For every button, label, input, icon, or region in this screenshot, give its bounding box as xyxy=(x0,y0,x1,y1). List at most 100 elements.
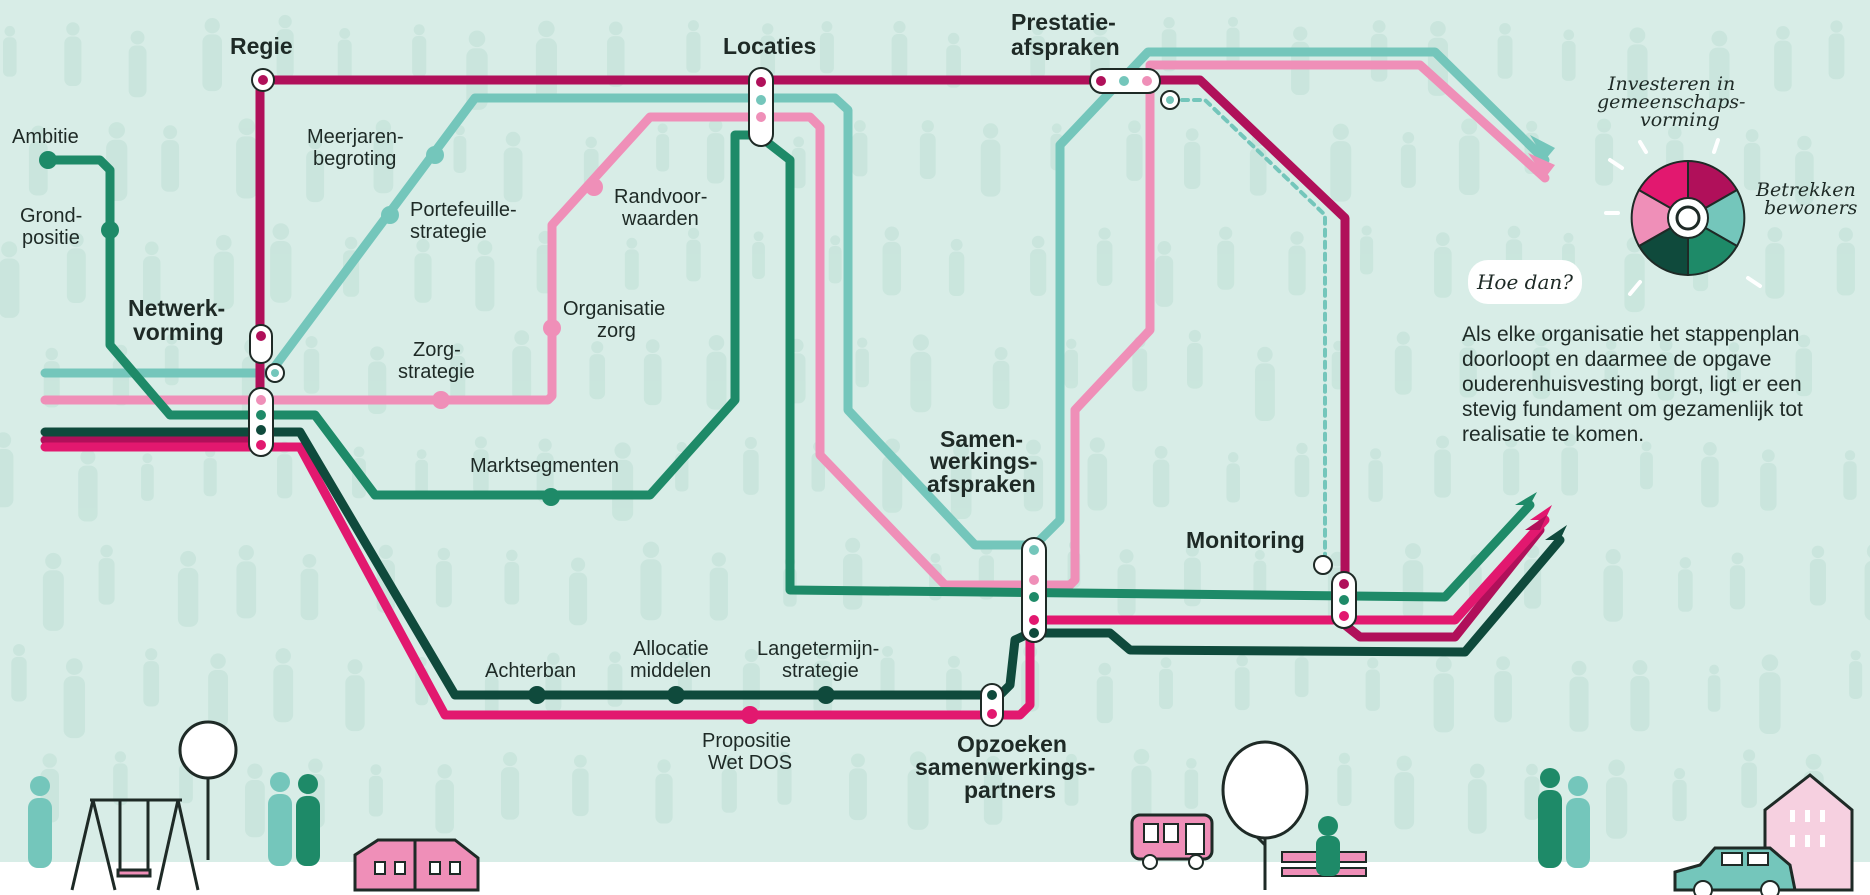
person-silhouette-icon xyxy=(1030,235,1047,296)
person-silhouette-icon xyxy=(412,24,427,78)
person-silhouette-icon xyxy=(1603,549,1623,622)
arrowheads xyxy=(1515,135,1567,540)
callout-text: Als elke organisatie het stappenplan doo… xyxy=(1462,323,1803,446)
person-silhouette-icon xyxy=(1795,135,1814,205)
person-silhouette-icon xyxy=(1226,16,1240,66)
person-silhouette-icon xyxy=(28,772,292,868)
person-silhouette-icon xyxy=(236,545,257,619)
person-silhouette-icon xyxy=(1186,329,1203,389)
interchange-netwerkvorming-top xyxy=(249,324,285,383)
person-silhouette-icon xyxy=(568,557,588,626)
person-silhouette-icon xyxy=(777,751,792,805)
person-silhouette-icon xyxy=(709,552,728,621)
person-silhouette-icon xyxy=(1760,449,1777,511)
arrow-pink-light xyxy=(1528,153,1555,178)
person-silhouette-icon xyxy=(98,544,115,605)
person-silhouette-icon xyxy=(721,756,737,813)
arrow-teal-light xyxy=(1530,135,1555,160)
person-silhouette-icon xyxy=(11,644,27,702)
person-silhouette-icon xyxy=(1727,342,1741,393)
person-silhouette-icon xyxy=(414,238,432,303)
person-silhouette-icon xyxy=(368,764,383,817)
person-silhouette-icon xyxy=(624,237,639,290)
bus-icon xyxy=(1130,813,1214,870)
person-silhouette-icon xyxy=(1809,545,1826,606)
person-silhouette-icon xyxy=(706,118,725,184)
person-silhouette-icon xyxy=(66,232,86,304)
person-silhouette-icon xyxy=(1595,118,1614,186)
arrow-green-mid xyxy=(1515,492,1537,505)
person-silhouette-icon xyxy=(1828,20,1845,80)
person-silhouette-icon xyxy=(1184,128,1201,190)
person-silhouette-icon xyxy=(1672,768,1687,822)
line-pink-light xyxy=(40,60,1550,590)
person-silhouette-icon xyxy=(473,436,489,495)
label-marktsegmenten: Marktsegmenten xyxy=(470,455,619,477)
person-silhouette-icon xyxy=(1709,30,1730,107)
person-silhouette-icon xyxy=(208,653,229,728)
station-dot-organisatie-zorg xyxy=(543,319,561,337)
line-teal-light xyxy=(40,47,1550,550)
house-icon xyxy=(353,838,480,892)
person-silhouette-icon xyxy=(1030,23,1046,79)
label-randvoorwaarden-1: Randvoor- xyxy=(614,186,707,208)
person-silhouette-icon xyxy=(950,442,972,520)
person-silhouette-icon xyxy=(1064,338,1078,389)
person-silhouette-icon xyxy=(1765,227,1785,299)
person-silhouette-icon xyxy=(64,22,82,87)
person-silhouette-icon xyxy=(415,449,428,497)
person-silhouette-icon xyxy=(1288,231,1306,296)
person-silhouette-icon xyxy=(177,550,199,627)
person-silhouette-icon xyxy=(907,751,929,830)
person-silhouette-icon xyxy=(880,645,895,699)
person-silhouette-icon xyxy=(572,754,589,817)
person-silhouette-icon xyxy=(983,755,1003,825)
person-silhouette-icon xyxy=(882,226,902,296)
person-silhouette-icon xyxy=(1184,758,1199,809)
person-silhouette-icon xyxy=(640,541,662,621)
person-silhouette-icon xyxy=(0,241,20,318)
person-silhouette-icon xyxy=(910,334,932,413)
label-organisatie-zorg-2: zorg xyxy=(597,320,636,342)
person-silhouette-icon xyxy=(1497,22,1513,79)
person-silhouette-icon xyxy=(686,227,701,282)
person-silhouette-icon xyxy=(643,339,662,406)
person-silhouette-icon xyxy=(1459,333,1477,398)
person-silhouette-icon xyxy=(296,768,1562,868)
ground-strip xyxy=(0,862,1870,895)
person-silhouette-icon xyxy=(1864,544,1870,621)
label-monitoring: Monitoring xyxy=(1186,527,1305,553)
label-netwerkvorming-1: Netwerk- xyxy=(128,295,225,321)
person-silhouette-icon xyxy=(819,21,834,74)
person-silhouette-icon xyxy=(1117,549,1136,617)
puzzle-top-label-2: gemeenschaps- xyxy=(1597,91,1745,113)
person-silhouette-icon xyxy=(1096,227,1113,286)
person-silhouette-icon xyxy=(1524,763,1540,820)
person-silhouette-icon xyxy=(1569,660,1589,732)
person-silhouette-icon xyxy=(306,135,325,203)
person-silhouette-icon xyxy=(373,119,394,194)
person-silhouette-icon xyxy=(1843,450,1857,500)
person-silhouette-icon xyxy=(656,123,670,172)
person-silhouette-icon xyxy=(1234,654,1250,711)
person-silhouette-icon xyxy=(450,343,466,400)
foreground-illustrations xyxy=(28,720,1854,895)
station-dots xyxy=(39,146,835,724)
person-silhouette-icon xyxy=(535,20,558,100)
person-silhouette-icon xyxy=(655,759,673,824)
person-silhouette-icon xyxy=(1741,749,1757,808)
person-silhouette-icon xyxy=(742,648,760,713)
person-silhouette-icon xyxy=(607,21,625,87)
person-silhouette-icon xyxy=(1337,752,1352,806)
person-silhouette-icon xyxy=(743,436,759,495)
person-silhouette-icon xyxy=(63,658,86,739)
person-silhouette-icon xyxy=(42,552,64,631)
person-silhouette-icon xyxy=(276,14,294,79)
label-portefeuillestrategie-2: strategie xyxy=(410,221,487,243)
label-zorgstrategie-2: strategie xyxy=(398,361,475,383)
person-silhouette-icon xyxy=(128,30,147,98)
label-prestatieafspraken-1: Prestatie- xyxy=(1011,9,1116,35)
label-samenwerkingsafspraken-3: afspraken xyxy=(927,471,1036,497)
person-silhouette-icon xyxy=(345,659,365,732)
